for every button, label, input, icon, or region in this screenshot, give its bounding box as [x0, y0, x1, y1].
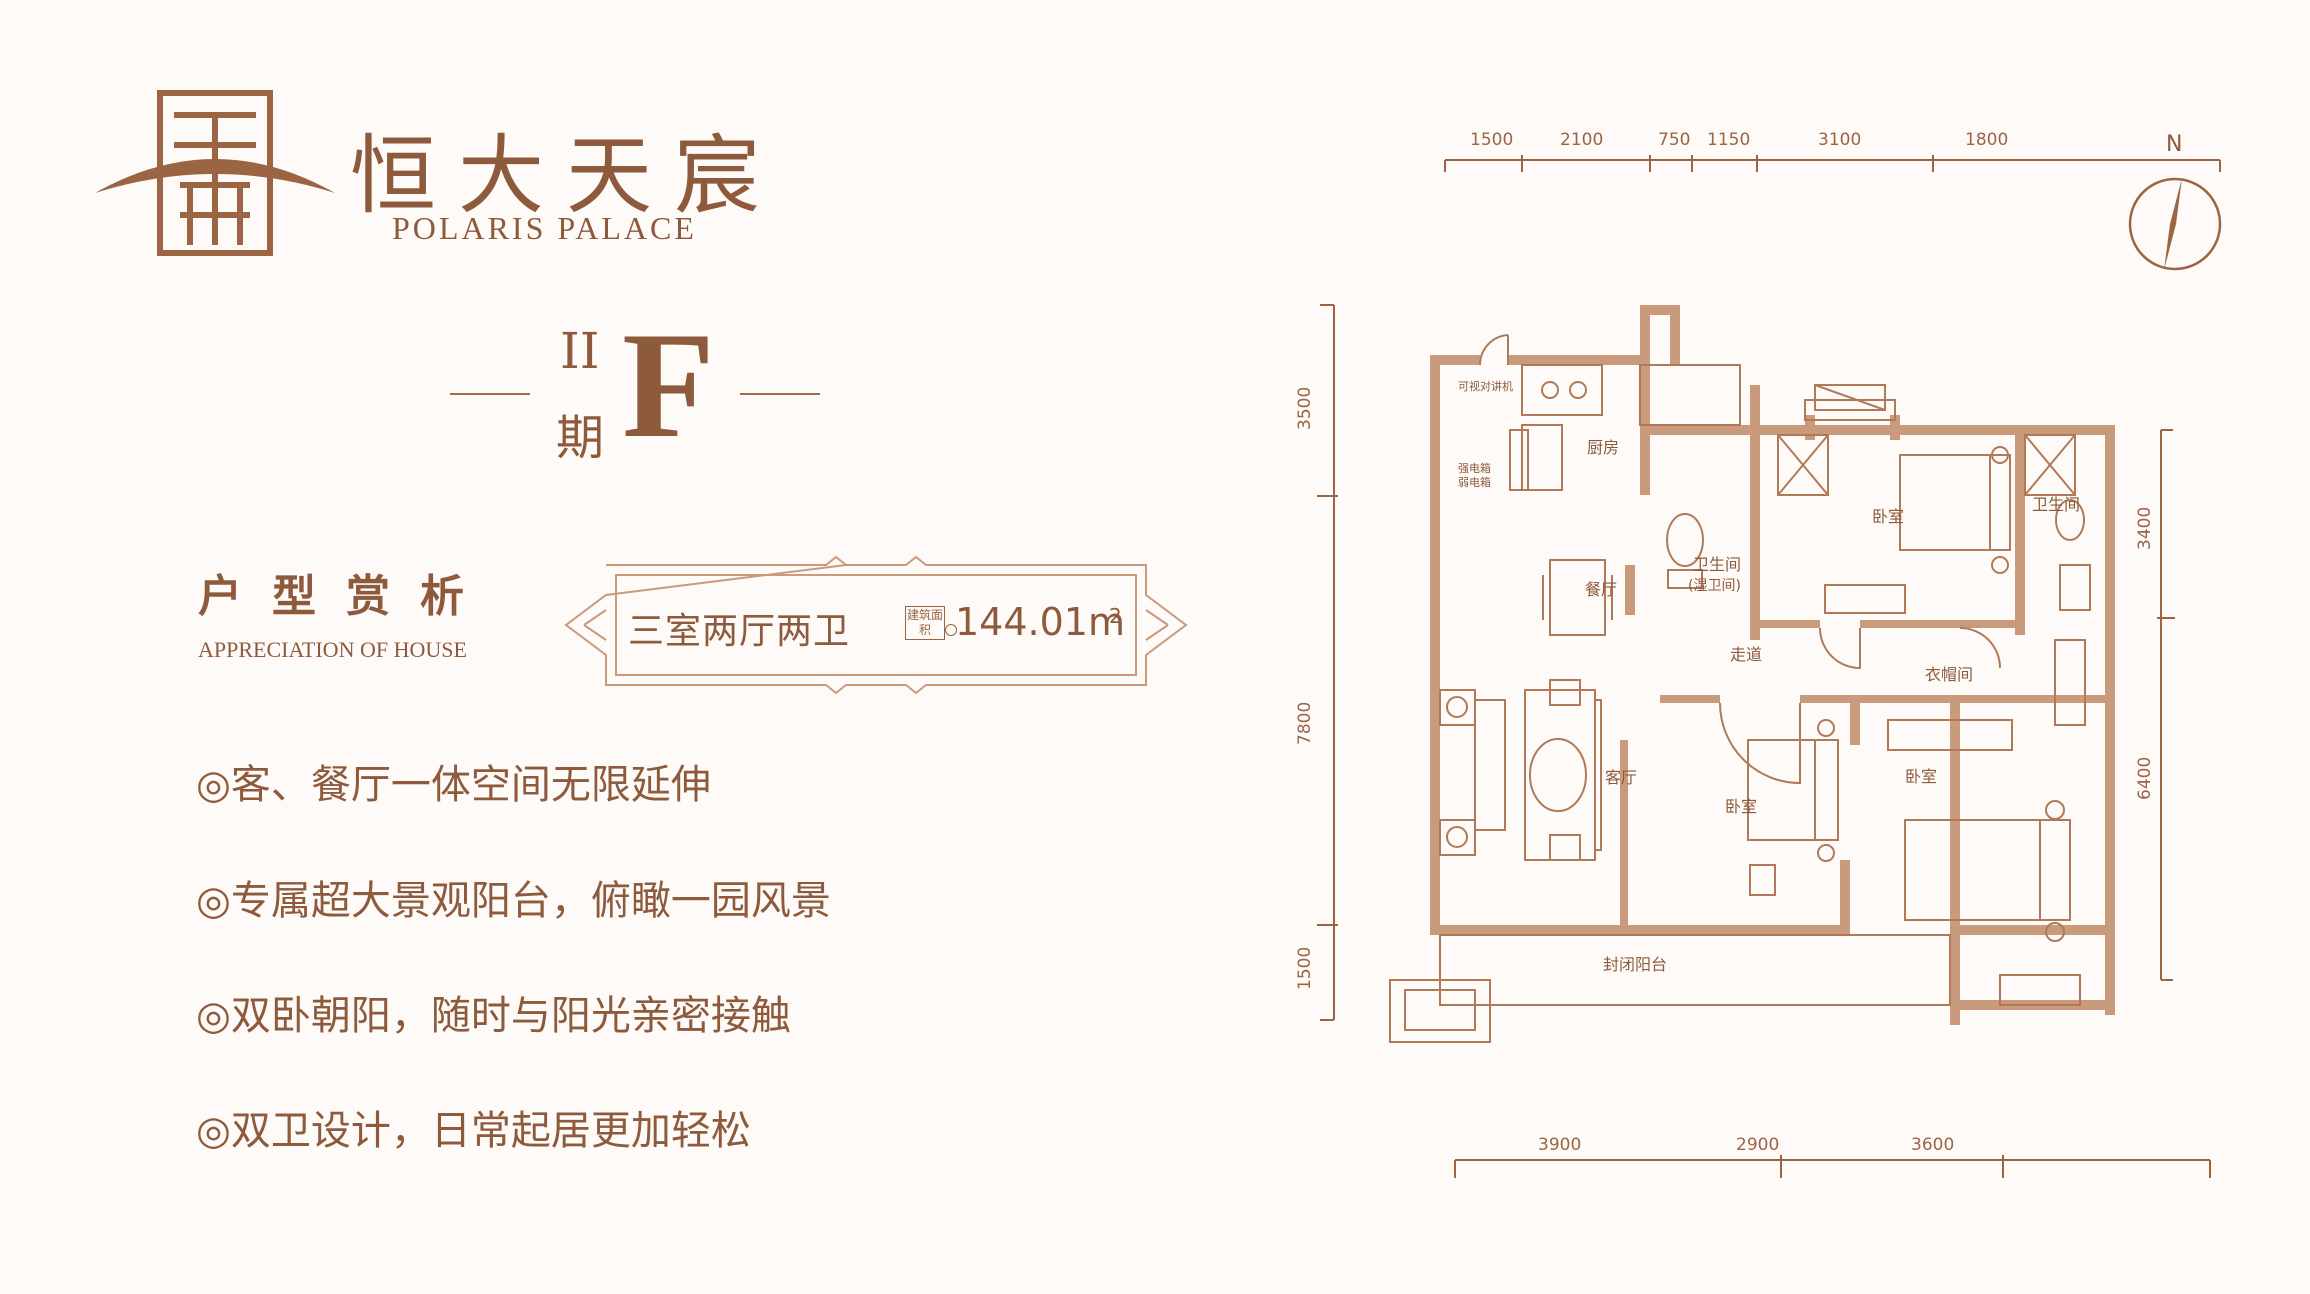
feature-item: ◎专属超大景观阳台，俯瞰一园风景 — [196, 878, 831, 924]
room-dining: 餐厅 — [1585, 580, 1617, 599]
room-balcony: 封闭阳台 — [1603, 955, 1667, 974]
room-kitchen: 厨房 — [1587, 438, 1619, 457]
logo-icon — [95, 90, 335, 256]
dim-left: 3500 — [1295, 387, 1315, 430]
room-living: 客厅 — [1605, 768, 1637, 787]
room-bath1: 卫生间 — [1693, 555, 1741, 574]
phase-qi: 期 — [556, 410, 605, 466]
dim-bottom: 2900 — [1736, 1135, 1779, 1155]
dim-top: 1800 — [1965, 130, 2008, 150]
room-bed3: 卧室 — [1905, 767, 1937, 786]
dim-top: 3100 — [1818, 130, 1861, 150]
dim-top: 750 — [1658, 130, 1690, 150]
layout-type: 三室两厅两卫 — [628, 611, 851, 652]
area-unit-superscript: 2 — [1109, 604, 1122, 628]
dim-left: 1500 — [1295, 947, 1315, 990]
floor-plan: 1500 2100 750 1150 3100 1800 3900 2900 3… — [1295, 130, 2222, 1178]
label-meter: 弱电箱 — [1458, 475, 1491, 489]
room-corridor: 走道 — [1730, 645, 1762, 664]
room-bed1: 卧室 — [1872, 507, 1904, 526]
dim-top: 1500 — [1470, 130, 1513, 150]
dim-right: 3400 — [2135, 507, 2155, 550]
room-closet: 衣帽间 — [1925, 665, 1973, 684]
label-intercom: 可视对讲机 — [1458, 379, 1513, 393]
dim-right: 6400 — [2135, 757, 2155, 800]
label-meter: 强电箱 — [1458, 461, 1491, 475]
room-bed2: 卧室 — [1725, 797, 1757, 816]
north-label: N — [2166, 132, 2183, 157]
feature-item: ◎双卧朝阳，随时与阳光亲密接触 — [196, 993, 791, 1039]
dim-left: 7800 — [1295, 702, 1315, 745]
compass-icon — [2128, 177, 2222, 271]
dim-top: 1150 — [1707, 130, 1750, 150]
area-label: 建筑面积 — [905, 606, 945, 640]
divider-left — [450, 393, 530, 395]
appreciation-title-en: APPRECIATION OF HOUSE — [198, 637, 467, 662]
appreciation-title-cn: 户型赏析 — [198, 571, 494, 622]
unit-type-letter: F — [622, 301, 715, 469]
feature-item: ◎双卫设计，日常起居更加轻松 — [196, 1108, 751, 1154]
feature-item: ◎客、餐厅一体空间无限延伸 — [196, 762, 711, 808]
dim-top: 2100 — [1560, 130, 1603, 150]
brand-name-cn: 恒大天宸 — [350, 126, 782, 226]
divider-right — [740, 393, 820, 395]
circle-icon — [945, 624, 957, 636]
brand-name-en: POLARIS PALACE — [392, 210, 697, 246]
phase-roman: II — [560, 322, 600, 380]
dim-bottom: 3900 — [1538, 1135, 1581, 1155]
area-value: 144.01m — [955, 600, 1125, 644]
room-bath1-sub: (湿卫间) — [1688, 578, 1741, 594]
info-frame — [564, 555, 1188, 695]
room-bath2: 卫生间 — [2032, 495, 2080, 514]
dim-bottom: 3600 — [1911, 1135, 1954, 1155]
